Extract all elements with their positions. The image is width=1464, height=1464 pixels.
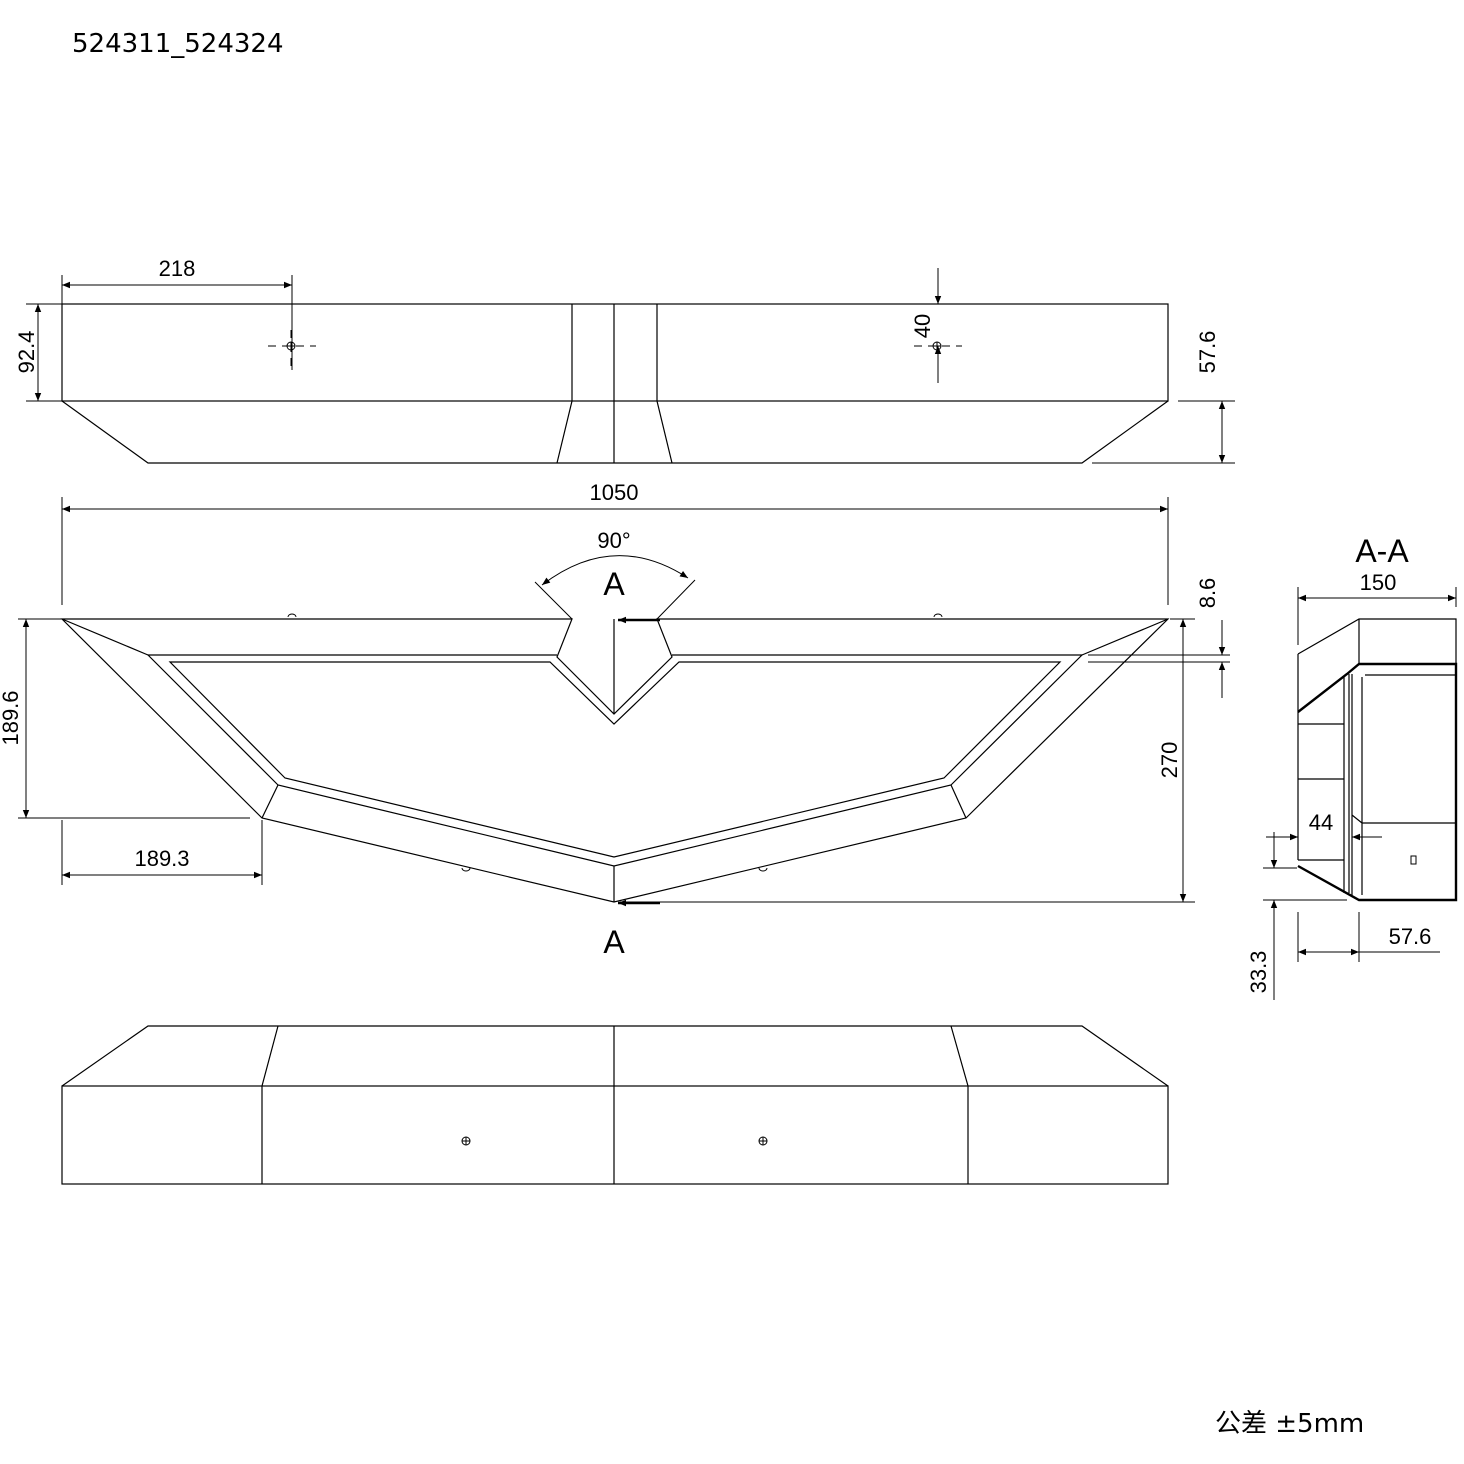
dim-8-6: 8.6 — [1195, 578, 1220, 609]
screw-icon — [1410, 855, 1417, 865]
rear-view — [61, 1025, 1169, 1185]
dim-189-3: 189.3 — [134, 846, 189, 871]
screw-hole-icon — [461, 1136, 471, 1146]
screw-hole-icon — [758, 1136, 768, 1146]
dim-270: 270 — [1157, 742, 1182, 779]
dim-150: 150 — [1360, 570, 1397, 595]
dim-33-3: 33.3 — [1246, 951, 1271, 994]
section-title: A-A — [1355, 533, 1409, 569]
dim-40: 40 — [910, 314, 935, 338]
dim-1050: 1050 — [590, 480, 639, 505]
front-view: 218 92.4 40 57.6 — [14, 256, 1235, 464]
dim-44: 44 — [1309, 810, 1333, 835]
screw-hole-icon — [268, 330, 316, 370]
plan-view: 1050 90° A A 189.6 189.3 270 8.6 — [0, 480, 1230, 960]
drawing-title: 524311_524324 — [72, 29, 284, 59]
dim-90-deg: 90° — [597, 528, 630, 553]
dim-57-6-section: 57.6 — [1389, 924, 1432, 949]
dim-92-4: 92.4 — [14, 331, 39, 374]
section-label-a-bottom: A — [603, 924, 625, 960]
section-label-a-top: A — [603, 566, 625, 602]
section-view: A-A 150 44 33.3 57.6 — [1246, 533, 1458, 1000]
dim-57-6: 57.6 — [1195, 331, 1220, 374]
dim-218: 218 — [159, 256, 196, 281]
dim-189-6: 189.6 — [0, 690, 23, 745]
tolerance-note: 公差 ±5mm — [1215, 1409, 1364, 1439]
